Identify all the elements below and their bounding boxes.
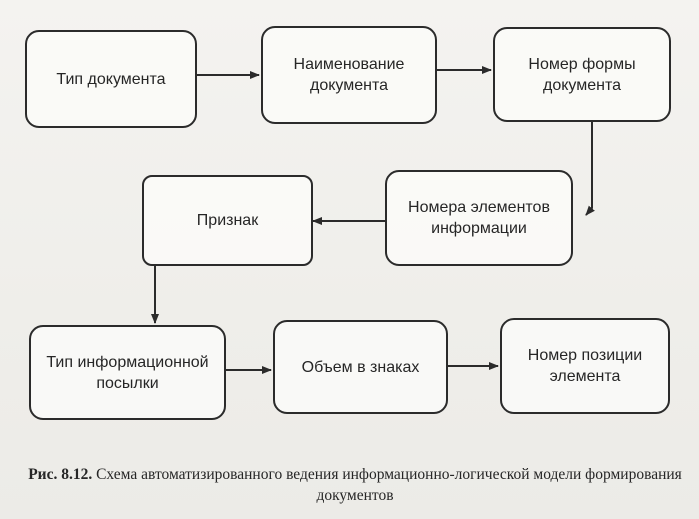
figure-caption-text: Схема автоматизированного ведения информ… [96,466,682,504]
node-doc-type: Тип документа [25,30,197,128]
node-form-number-label: Номер формы документа [528,55,636,94]
node-element-numbers-label: Номера элементов информации [408,199,550,237]
node-size-in-chars-label: Объем в знаках [301,358,420,376]
node-size-in-chars: Объем в знаках [273,320,448,414]
node-form-number: Номер формы документа [493,27,671,122]
figure-caption-label: Рис. 8.12. [28,466,93,483]
edge-form-number-to-element-numbers [585,122,595,216]
node-name-label: Наименование документа [293,56,405,94]
node-attribute: Признак [142,175,313,266]
node-element-numbers: Номера элементов информации [385,170,573,266]
node-position-number: Номер позиции элемента [500,318,670,414]
node-attribute-label: Признак [196,212,259,229]
node-name: Наименование документа [261,26,437,124]
node-doc-type-label: Тип документа [56,70,166,88]
node-position-number-label: Номер позиции элемента [527,347,643,385]
figure-caption: Рис. 8.12. Схема автоматизированного вед… [20,464,690,506]
node-info-message-type-label: Тип информационной посылки [46,353,209,392]
node-info-message-type: Тип информационной посылки [29,325,226,420]
